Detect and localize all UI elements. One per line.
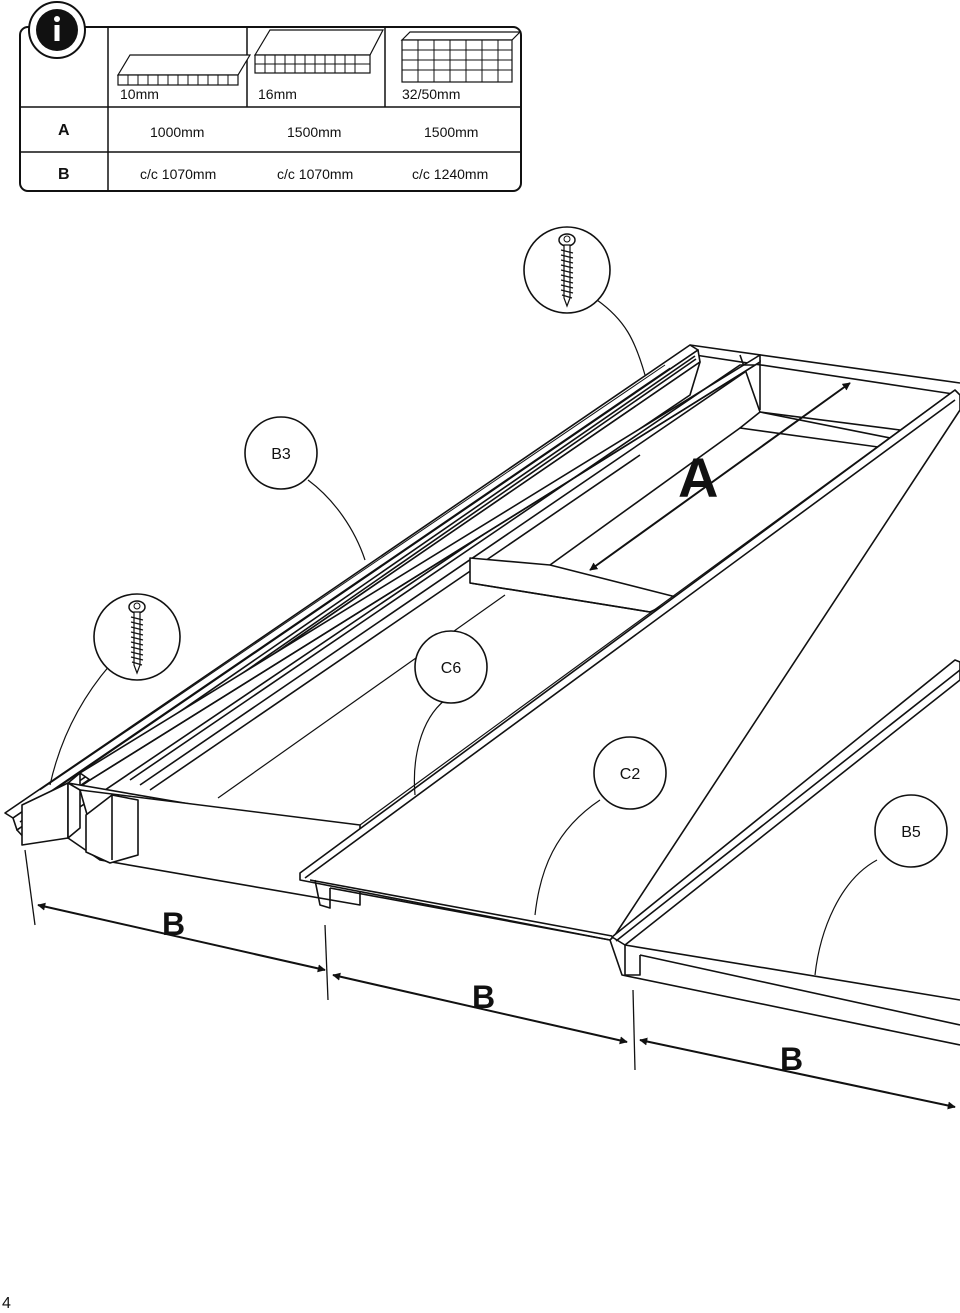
panel-16mm-icon (253, 29, 384, 74)
cell-a-16mm: 1500mm (287, 124, 341, 140)
callout-c6-label: C6 (441, 660, 462, 677)
cell-b-32-50mm: c/c 1240mm (412, 166, 488, 182)
cell-a-32-50mm: 1500mm (424, 124, 478, 140)
column-header-16mm: 16mm (258, 86, 297, 102)
spec-table: 10mm 16mm 32/50mm A 1000mm 1500mm 1500mm… (19, 26, 522, 192)
callout-c2: C2 (593, 736, 667, 810)
panel-32-50mm-icon (400, 31, 522, 83)
row-label-b: B (58, 166, 70, 183)
column-header-32-50mm: 32/50mm (402, 86, 460, 102)
leader-lines (49, 299, 878, 976)
callout-b5-label: B5 (901, 824, 921, 841)
info-icon (28, 1, 86, 59)
screw-callout-top (523, 226, 611, 314)
dimension-a-label: A (678, 446, 718, 509)
callout-b3-label: B3 (271, 446, 291, 463)
dimension-b-3-label: B (780, 1041, 803, 1077)
page-number: 4 (2, 1295, 11, 1312)
panel-10mm-icon (116, 54, 252, 86)
cell-a-10mm: 1000mm (150, 124, 204, 140)
screw-callout-left (93, 593, 181, 681)
cell-b-10mm: c/c 1070mm (140, 166, 216, 182)
callout-b3: B3 (244, 416, 318, 490)
dimension-b-3: B (639, 1037, 956, 1110)
callout-c2-label: C2 (620, 766, 641, 783)
dimension-a: A (589, 382, 851, 571)
dimension-b-2: B (332, 972, 636, 1071)
cell-b-16mm: c/c 1070mm (277, 166, 353, 182)
roof-frame (4, 344, 960, 1046)
row-label-a: A (58, 122, 70, 139)
dimension-b-2-label: B (472, 979, 495, 1015)
column-header-10mm: 10mm (120, 86, 159, 102)
dimension-b-1-label: B (162, 906, 185, 942)
callout-b5: B5 (874, 794, 948, 868)
callout-c6: C6 (414, 630, 488, 704)
dimension-b-1: B (24, 849, 329, 1001)
